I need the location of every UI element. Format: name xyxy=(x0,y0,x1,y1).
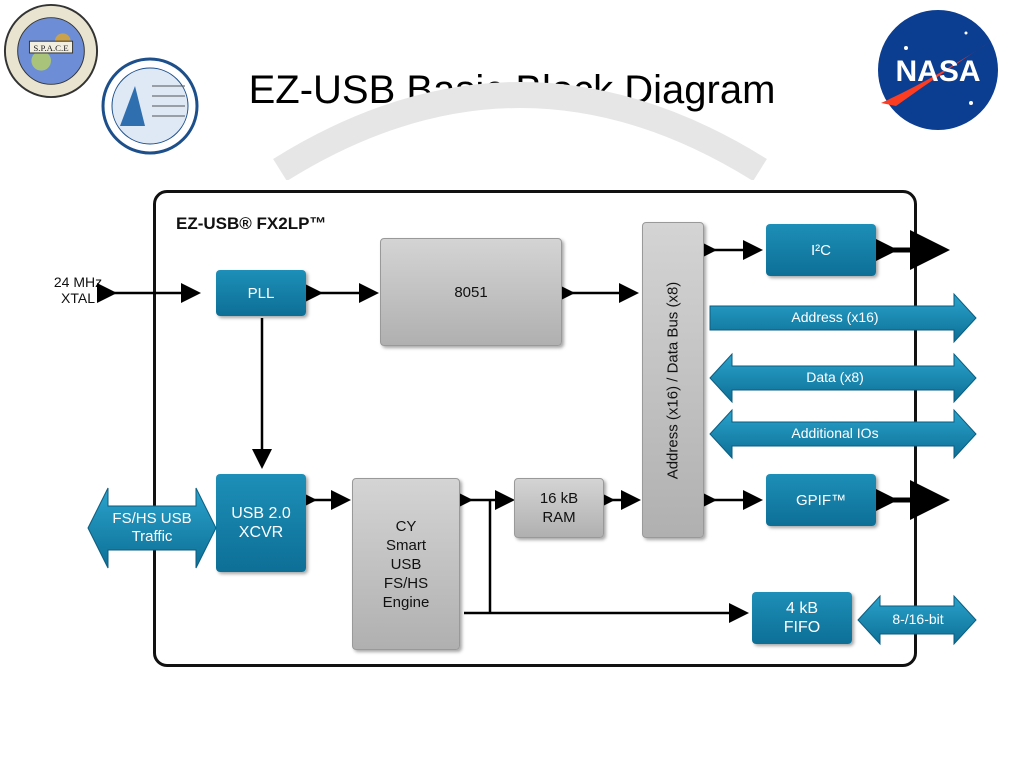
address-data-bus-block: Address (x16) / Data Bus (x8) xyxy=(642,222,704,538)
usb-traffic-text-2: Traffic xyxy=(131,528,173,545)
university-seal xyxy=(101,57,199,155)
engine-label-3: USB xyxy=(390,555,422,573)
pll-label: PLL xyxy=(247,284,275,302)
engine-label-4: FS/HS xyxy=(383,574,429,592)
watermark xyxy=(273,82,767,180)
cpu-label: 8051 xyxy=(454,283,488,301)
additional-ios-label: Additional IOs xyxy=(791,425,879,441)
fifo-block: 4 kB FIFO xyxy=(752,592,852,644)
pll-block: PLL xyxy=(216,270,306,316)
engine-label-1: CY xyxy=(395,517,417,535)
usb-traffic-text-1: FS/HS USB xyxy=(112,510,192,527)
gpif-label: GPIF™ xyxy=(795,491,846,509)
ram-label-2: RAM xyxy=(542,509,576,526)
engine-label-2: Smart xyxy=(385,536,426,554)
usb-xcvr-block: USB 2.0 XCVR xyxy=(216,474,306,572)
data-arrow-label: Data (x8) xyxy=(806,369,864,385)
gpif-block: GPIF™ xyxy=(766,474,876,526)
fifo-label-1: 4 kB xyxy=(785,600,818,617)
svg-text:S.P.A.C.E: S.P.A.C.E xyxy=(33,43,68,53)
svg-text:NASA: NASA xyxy=(895,55,980,88)
bus-label: Address (x16) / Data Bus (x8) xyxy=(664,281,682,479)
address-arrow-label: Address (x16) xyxy=(791,309,879,325)
xcvr-label-1: USB 2.0 xyxy=(231,505,291,522)
bit-width-label: 8-/16-bit xyxy=(892,611,944,627)
xcvr-label-2: XCVR xyxy=(238,524,284,541)
engine-label-5: Engine xyxy=(382,593,430,611)
xtal-freq-text: 24 MHz xyxy=(53,274,103,290)
i2c-label: I²C xyxy=(811,241,831,259)
usb-traffic-label: FS/HS USB Traffic xyxy=(104,510,200,546)
space-lab-seal: S.P.A.C.E xyxy=(3,3,99,99)
ram-label-1: 16 kB xyxy=(539,490,579,507)
nasa-logo: NASA xyxy=(878,10,998,130)
xtal-name-text: XTAL xyxy=(61,290,95,306)
chip-label: EZ-USB® FX2LP™ xyxy=(176,214,327,233)
fifo-label-2: FIFO xyxy=(783,619,821,636)
xtal-label: 24 MHz XTAL xyxy=(40,274,116,306)
ram-block: 16 kB RAM xyxy=(514,478,604,538)
usb-engine-block: CY Smart USB FS/HS Engine xyxy=(352,478,460,650)
cpu-8051-block: 8051 xyxy=(380,238,562,346)
i2c-block: I²C xyxy=(766,224,876,276)
